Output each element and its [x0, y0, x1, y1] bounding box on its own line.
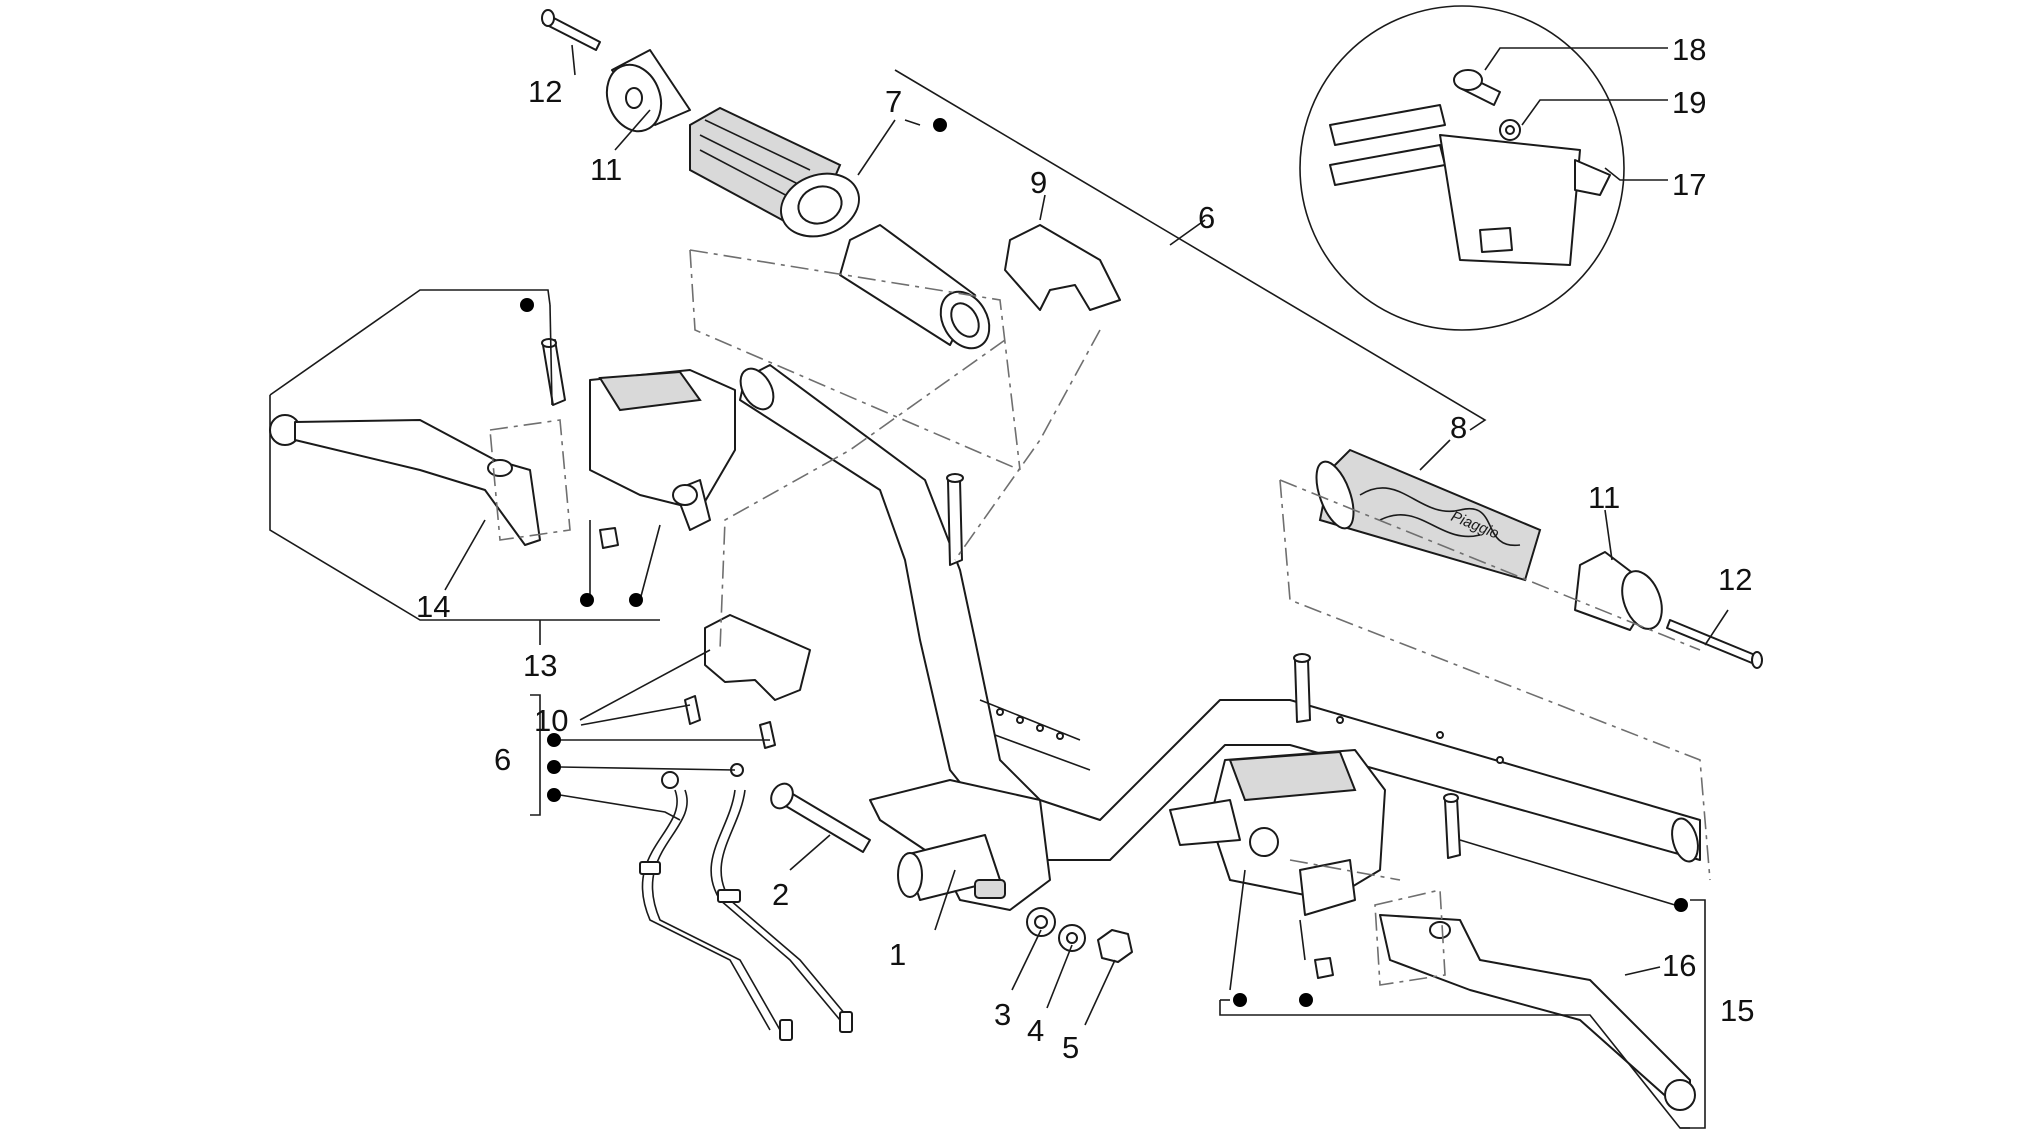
callout-18: 18	[1672, 32, 1706, 67]
right-grip: Piaggio	[1315, 448, 1542, 582]
switch-cover-upper	[1004, 224, 1121, 311]
callout-17: 17	[1672, 167, 1706, 202]
callout-6-bottom: 6	[494, 742, 511, 777]
callout-9: 9	[1030, 165, 1047, 200]
marker-dot	[547, 733, 561, 747]
callout-15: 15	[1720, 993, 1754, 1028]
callout-6-top: 6	[1198, 200, 1215, 235]
throttle-grip	[689, 106, 860, 238]
bar-end-weight-right	[1574, 551, 1663, 631]
washer-4	[1058, 924, 1086, 952]
handlebar-tube	[739, 364, 1701, 863]
reference-lines	[489, 249, 1711, 986]
marker-dots	[520, 118, 1688, 1007]
leader-lines	[444, 44, 1729, 1026]
callout-2: 2	[772, 877, 789, 912]
left-master-cylinder	[541, 338, 736, 549]
right-master-cylinder	[1169, 749, 1461, 979]
callout-3: 3	[994, 997, 1011, 1032]
group-brackets	[269, 69, 1706, 1129]
callout-5: 5	[1062, 1030, 1079, 1065]
screw-right	[1666, 619, 1763, 669]
callout-8: 8	[1450, 410, 1467, 445]
throttle-cables	[639, 763, 853, 1041]
left-brake-lever	[269, 414, 541, 546]
marker-dot	[580, 593, 594, 607]
callout-13: 13	[523, 648, 557, 683]
callout-14: 14	[416, 589, 450, 624]
callouts: 12 11 7 9 6 8 11 12 14 13 10 6 2 1 3 4 5…	[416, 32, 1754, 1065]
bar-end-weight-left	[605, 49, 691, 133]
callout-11-left: 11	[590, 152, 622, 187]
callout-7: 7	[885, 84, 902, 119]
callout-10: 10	[534, 703, 568, 738]
callout-16: 16	[1662, 948, 1696, 983]
marker-dot	[1299, 993, 1313, 1007]
nut-5	[1097, 929, 1133, 963]
detail-circle	[1299, 5, 1625, 331]
marker-dot	[1233, 993, 1247, 1007]
throttle-tube	[839, 224, 991, 350]
callout-1: 1	[889, 937, 906, 972]
callout-11-right: 11	[1588, 480, 1620, 515]
screw-left	[541, 9, 601, 51]
marker-dot	[629, 593, 643, 607]
callout-12-right: 12	[1718, 562, 1752, 597]
right-brake-lever	[1379, 914, 1696, 1111]
marker-dot	[547, 788, 561, 802]
callout-4: 4	[1027, 1013, 1044, 1048]
marker-dot	[547, 760, 561, 774]
washer-3	[1026, 907, 1056, 937]
callout-19: 19	[1672, 85, 1706, 120]
long-bolt	[770, 782, 871, 853]
callout-12-left: 12	[528, 74, 562, 109]
switch-cover-lower	[684, 614, 811, 749]
handlebar-clamp-bracket	[869, 779, 1051, 911]
marker-dot	[933, 118, 947, 132]
marker-dot	[1674, 898, 1688, 912]
marker-dot	[520, 298, 534, 312]
